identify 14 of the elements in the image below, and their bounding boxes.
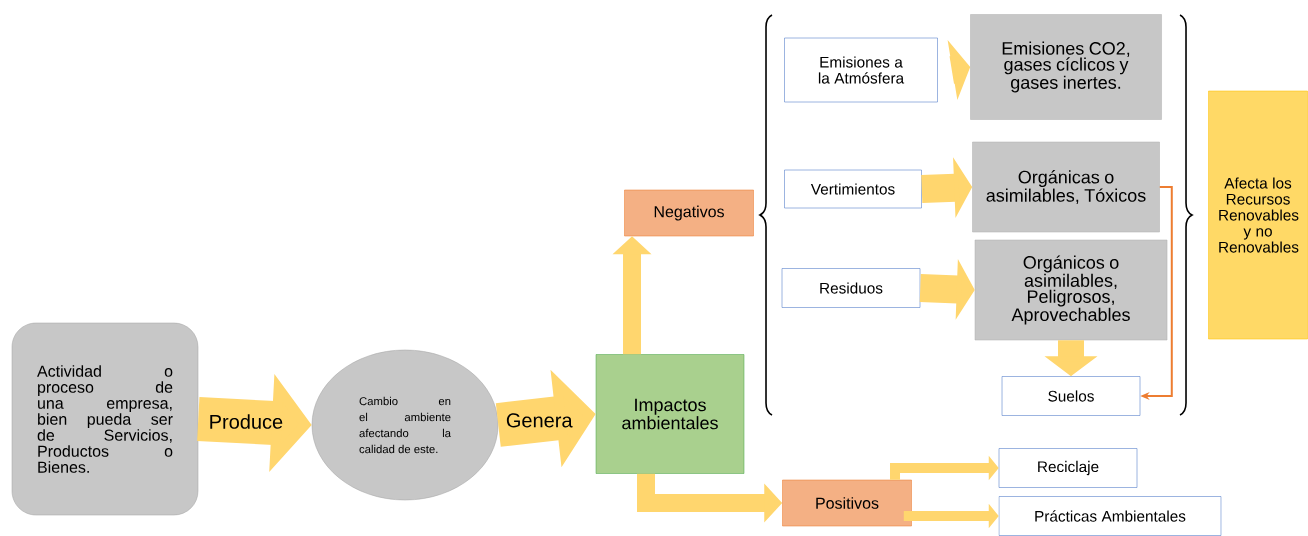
description-box: Orgánicas o asimilables, Tóxicos — [972, 141, 1160, 233]
process-box: Impactos ambientales — [595, 354, 745, 474]
category-box: Suelos — [1001, 376, 1141, 416]
category-box: Residuos — [781, 268, 921, 308]
description-box: Orgánicos o asimilables, Peligrosos, Aprovechables — [974, 239, 1168, 341]
process-box: Actividad o proceso de una empresa, bien pueda ser de Servicios, Productos o Bienes. — [11, 322, 199, 516]
category-box: Reciclaje — [998, 448, 1138, 488]
category-box: Vertimientos — [784, 169, 922, 209]
category-box: Emisiones a la Atmósfera — [784, 37, 938, 103]
category-box: Prácticas Ambientales — [998, 496, 1222, 536]
result-box: Afecta los Recursos Renovables y no Renovables — [1208, 90, 1308, 340]
category-box: Negativos — [624, 189, 754, 237]
category-box: Positivos — [782, 479, 912, 527]
description-box: Emisiones CO2, gases cíclicos y gases inertes. — [970, 14, 1162, 120]
